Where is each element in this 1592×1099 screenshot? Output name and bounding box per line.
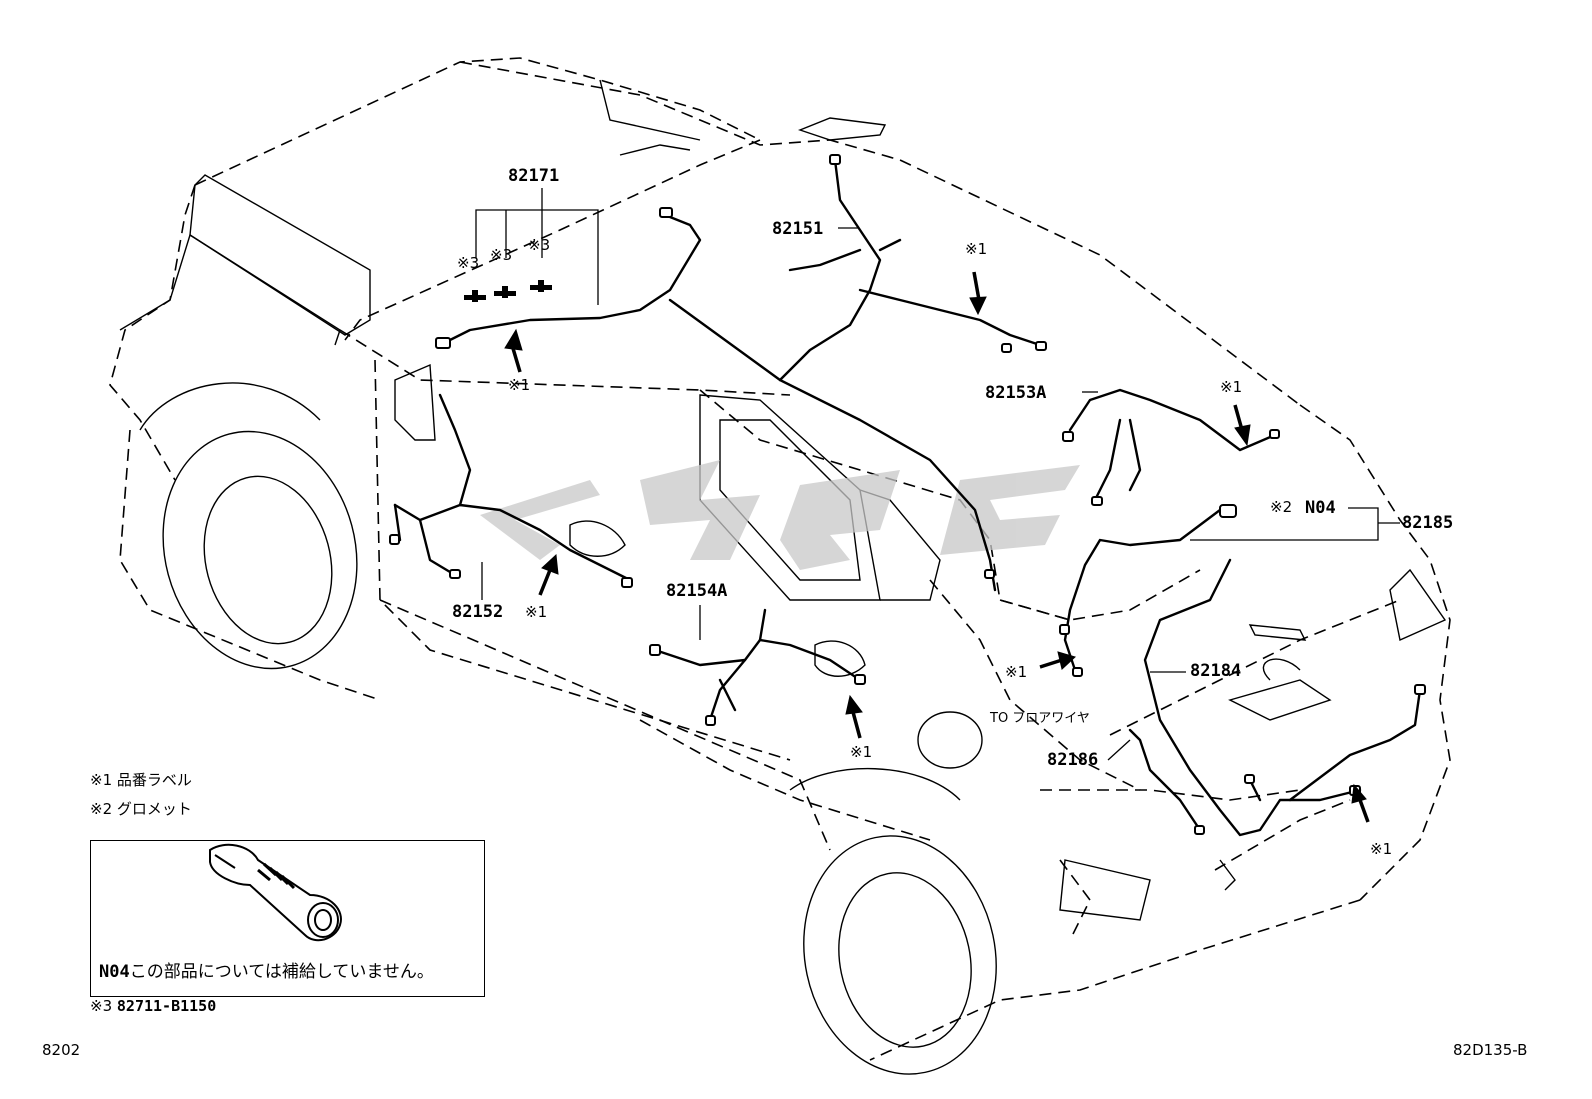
harness-82153a (1068, 388, 1277, 452)
page-code: 8202 (42, 1041, 81, 1059)
wire-harnesses (393, 158, 1422, 837)
mark-1-82184: ※1 (1370, 840, 1393, 858)
harness-82152 (393, 503, 632, 582)
mark-3-c: ※3 (528, 236, 551, 254)
watermark (480, 460, 1080, 570)
grommet-illustration (209, 843, 342, 942)
indicator-arrows (504, 271, 1370, 823)
callout-82151: 82151 (772, 219, 824, 239)
legend-note-3: ※3 82711-B1150 (90, 999, 216, 1014)
callout-82171: 82171 (508, 166, 560, 186)
callout-82184: 82184 (1190, 661, 1242, 681)
figure-code: 82D135-B (1453, 1041, 1528, 1059)
mark-1-82185: ※1 (1005, 663, 1028, 681)
callout-82186: 82186 (1047, 750, 1099, 770)
mark-1-82154a: ※1 (850, 743, 873, 761)
label-clip-icons (464, 280, 552, 302)
connectors (389, 154, 1426, 835)
harness-82184 (1143, 558, 1362, 837)
legend-box-code: N04 (99, 962, 130, 982)
legend-box: N04この部品については補給していません。 (90, 840, 485, 997)
callout-n04: N04 (1305, 498, 1336, 518)
mark-1-82151: ※1 (965, 240, 988, 258)
harness-82185 (1063, 508, 1222, 672)
floor-wire-note: TO フロアワイヤ (990, 711, 1090, 726)
mark-3-a: ※3 (457, 254, 480, 272)
mark-1-82171: ※1 (508, 376, 531, 394)
legend-note-1: ※1 品番ラベル (90, 771, 192, 789)
harness-82171 (438, 213, 702, 347)
legend-box-caption: N04この部品については補給していません。 (99, 957, 434, 982)
legend-note-3-part: 82711-B1150 (116, 997, 217, 1015)
harness-82154a (653, 638, 862, 682)
harness-82151 (778, 158, 882, 382)
mark-1-82153a: ※1 (1220, 378, 1243, 396)
legend-box-text: この部品については補給していません。 (129, 962, 434, 982)
harness-82186 (1128, 728, 1202, 832)
callout-82152: 82152 (452, 602, 504, 622)
mark-1-82152: ※1 (525, 603, 548, 621)
callout-82154a: 82154A (666, 581, 728, 601)
callout-82153a: 82153A (985, 383, 1047, 403)
legend-note-3-mark: ※3 (90, 997, 113, 1015)
leader-lines (475, 188, 1400, 761)
legend-note-2: ※2 グロメット (90, 800, 192, 818)
mark-3-b: ※3 (490, 246, 513, 264)
callout-82185: 82185 (1402, 513, 1454, 533)
mark-2-n04: ※2 (1270, 498, 1293, 516)
